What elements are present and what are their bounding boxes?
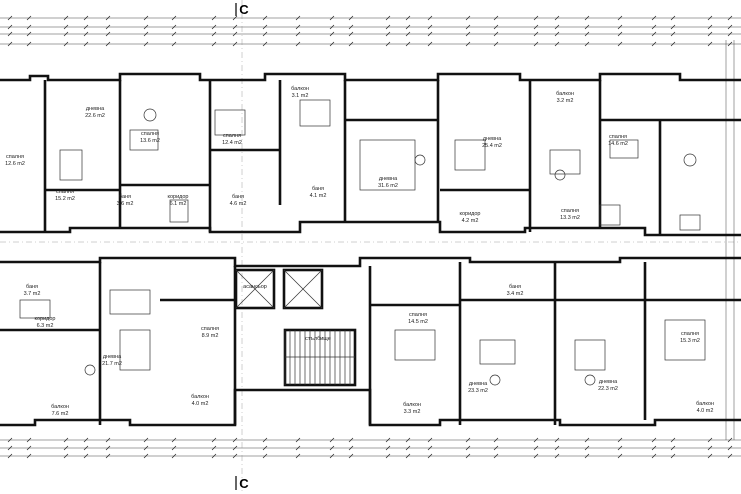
bottom-block-walls (0, 256, 741, 427)
room-label-area: 23.3 m2 (468, 388, 488, 394)
room-label-name: баня (312, 186, 324, 192)
room-label-area: 4.0 m2 (697, 408, 714, 414)
room-label-area: 3.4 m2 (507, 291, 524, 297)
room-label-name: дневна (379, 176, 398, 182)
section-marker-top: C (239, 2, 249, 17)
room-label-area: 3.1 m2 (292, 93, 309, 99)
room-label-name: балкон (556, 91, 574, 97)
room-label-name: баня (232, 194, 244, 200)
room-label-name: спалня (681, 331, 699, 337)
room-label-area: 3.6 m2 (117, 201, 134, 207)
room-label-name: балкон (696, 401, 714, 407)
room-label-name: коридор (460, 211, 481, 217)
room-label-name: спалня (6, 154, 24, 160)
room-label-area: 4.1 m2 (310, 193, 327, 199)
room-label-name: балкон (403, 402, 421, 408)
section-marker-bottom: C (239, 476, 249, 491)
room-label-name: балкон (291, 86, 309, 92)
room-label-area: 4.6 m2 (230, 201, 247, 207)
furniture (19, 99, 706, 386)
room-label-area: 14.5 m2 (408, 319, 428, 325)
room-label-name: баня (509, 284, 521, 290)
room-label-area: 22.3 m2 (598, 386, 618, 392)
room-label-name: спалня (56, 189, 74, 195)
top-block-walls (0, 72, 741, 237)
room-label-name: дневна (86, 106, 105, 112)
room-label-name: коридор (35, 316, 56, 322)
room-label-area: 15.2 m2 (55, 196, 75, 202)
room-label-name: дневна (469, 381, 488, 387)
room-label-name: дневна (599, 379, 618, 385)
room-label-name: баня (119, 194, 131, 200)
circulation-core (234, 268, 357, 387)
room-label-area: 25.4 m2 (482, 143, 502, 149)
dimension-ticks (7, 15, 733, 459)
room-label-name: спалня (141, 131, 159, 137)
room-label-area: 4.0 m2 (192, 401, 209, 407)
room-label-name: спалня (409, 312, 427, 318)
room-label-area: 31.6 m2 (378, 183, 398, 189)
room-label-area: 8.9 m2 (202, 333, 219, 339)
room-label-name: коридор (168, 194, 189, 200)
room-label-area: 13.3 m2 (560, 215, 580, 221)
room-label-name: спалня (561, 208, 579, 214)
room-label-name: спалня (201, 326, 219, 332)
room-label-name: спалня (609, 134, 627, 140)
room-label-area: 6.1 m2 (170, 201, 187, 207)
room-label-area: 3.7 m2 (24, 291, 41, 297)
room-label-area: 3.2 m2 (557, 98, 574, 104)
room-label-name: баня (26, 284, 38, 290)
room-label-area: 13.6 m2 (140, 138, 160, 144)
room-label-area: 12.6 m2 (5, 161, 25, 167)
room-label-name: дневна (103, 354, 122, 360)
room-label-area: 3.3 m2 (404, 409, 421, 415)
room-label-name: балкон (51, 404, 69, 410)
room-label-area: 21.7 m2 (102, 361, 122, 367)
room-label-area: 4.2 m2 (462, 218, 479, 224)
room-label-name: стълбище (305, 336, 331, 342)
room-label-area: 14.6 m2 (608, 141, 628, 147)
room-label-area: 22.6 m2 (85, 113, 105, 119)
room-label-area: 12.4 m2 (222, 140, 242, 146)
room-label-name: асансьор (243, 284, 267, 290)
room-label-area: 15.3 m2 (680, 338, 700, 344)
room-label-area: 7.6 m2 (52, 411, 69, 417)
room-label-name: дневна (483, 136, 502, 142)
room-label-area: 6.3 m2 (37, 323, 54, 329)
room-label-name: балкон (191, 394, 209, 400)
room-label-name: спалня (223, 133, 241, 139)
